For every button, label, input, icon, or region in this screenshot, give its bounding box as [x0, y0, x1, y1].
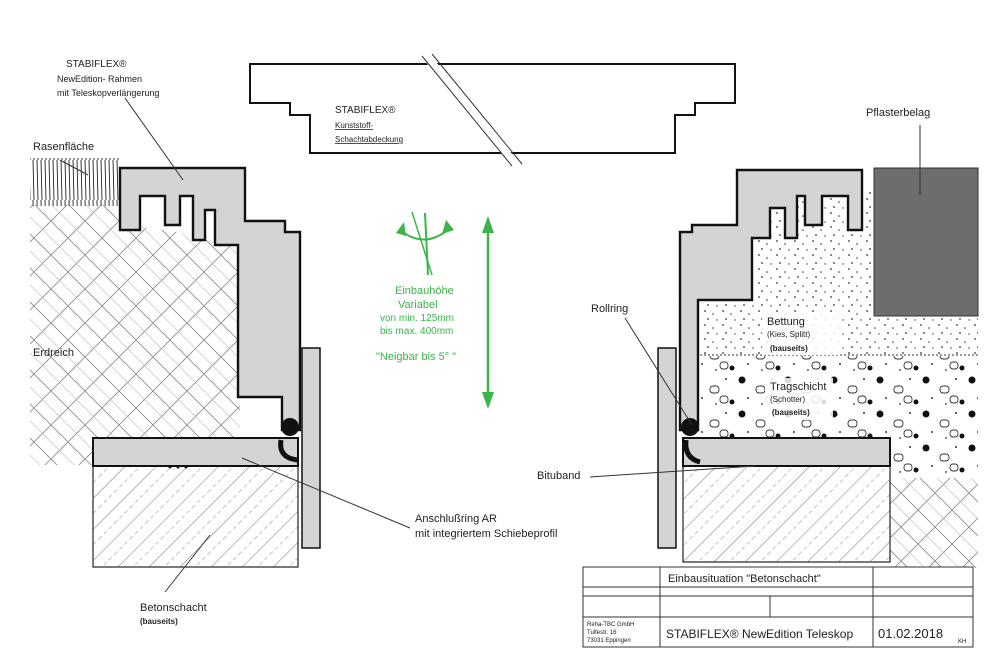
bitumen-tape-label: Bituband — [537, 470, 580, 482]
title-block-date: 01.02.2018 — [878, 626, 943, 641]
cover-label: STABIFLEX® Kunststoff- Schachtabdeckung — [335, 105, 403, 144]
lawn-hatch — [30, 158, 120, 206]
soil-label: Erdreich — [33, 347, 74, 359]
title-block: Einbausituation "Betonschacht" Reha-TBC … — [582, 566, 974, 648]
ring-line1: Anschlußring AR — [415, 513, 497, 525]
height-annotation: Einbauhöhe Variabel von min. 125mm bis m… — [376, 285, 456, 363]
height-line4: bis max. 400mm — [380, 326, 453, 337]
cover-plate — [249, 63, 736, 154]
bedding-sub: (Kies, Splitt) — [767, 330, 810, 339]
cover-line2: Schachtabdeckung — [335, 135, 403, 144]
cover-brand: STABIFLEX® — [335, 105, 396, 116]
frame-brand: STABIFLEX® — [66, 59, 127, 70]
paving-block — [873, 167, 979, 317]
roll-ring-label: Rollring — [591, 303, 628, 315]
telescope-tube-right — [657, 347, 677, 549]
soil-hatch-left — [30, 205, 240, 465]
base-layer-sub: (Schotter) — [770, 395, 805, 404]
lawn-label: Rasenfläche — [33, 141, 94, 153]
telescope-tube-left — [301, 347, 321, 549]
title-block-title: Einbausituation "Betonschacht" — [668, 573, 821, 585]
concrete-shaft-left — [92, 465, 299, 568]
height-line2: Variabel — [398, 299, 438, 311]
concrete-shaft-right — [682, 465, 891, 563]
roll-ring-right — [681, 418, 699, 436]
ring-line2: mit integriertem Schiebeprofil — [415, 528, 557, 540]
height-line1: Einbauhöhe — [395, 285, 454, 297]
shaft-label: Betonschacht — [140, 602, 207, 614]
height-line3: von min. 125mm — [380, 313, 454, 324]
frame-line1: NewEdition- Rahmen — [57, 74, 142, 84]
bedding-label: Bettung — [767, 316, 805, 328]
title-block-initials: KH — [958, 639, 966, 645]
soil-hatch-right — [890, 478, 978, 568]
company-line3: 73031 Eppingen — [587, 638, 631, 644]
frame-line2: mit Teleskopverlängerung — [57, 88, 159, 98]
tilt-note: "Neigbar bis 5° " — [376, 351, 456, 363]
roll-ring-left — [281, 418, 299, 436]
frame-profile-left — [118, 166, 302, 432]
frame-profile-right — [678, 168, 864, 432]
shaft-note: (bauseits) — [140, 617, 178, 626]
bedding-note: (bauseits) — [770, 344, 808, 353]
base-layer-label: Tragschicht — [770, 381, 826, 393]
connection-ring-right — [682, 437, 891, 467]
title-block-product: STABIFLEX® NewEdition Teleskop — [666, 627, 853, 641]
company-line2: Tulfestr. 16 — [587, 630, 617, 636]
frame-label: STABIFLEX® NewEdition- Rahmen mit Telesk… — [57, 59, 159, 98]
paving-label: Pflasterbelag — [866, 107, 930, 119]
connection-ring-left — [92, 437, 299, 467]
cover-line1: Kunststoff- — [335, 121, 373, 130]
company-line1: Reha-TBC GmbH — [587, 622, 634, 628]
base-layer-note: (bauseits) — [772, 408, 810, 417]
